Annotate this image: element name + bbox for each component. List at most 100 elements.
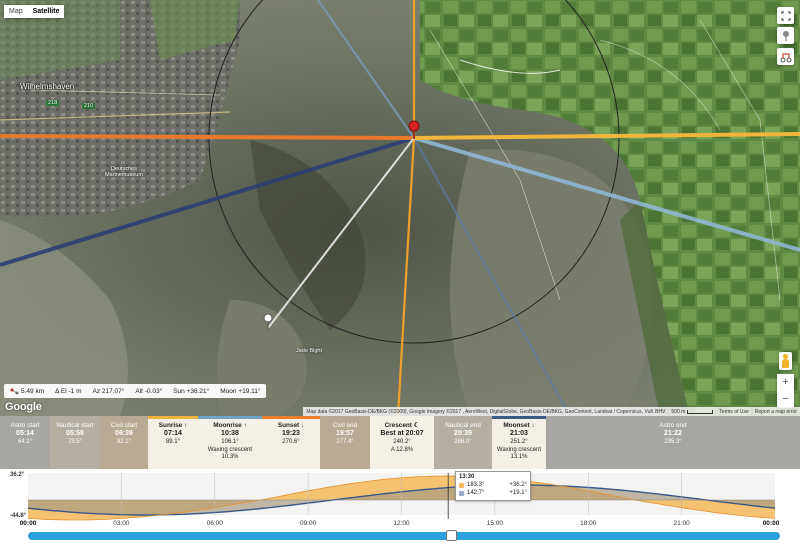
arrow-up-icon: ↑ (182, 422, 188, 429)
altitude-readout: Alt -0.03° (135, 387, 163, 395)
time-slider-track[interactable] (28, 532, 780, 540)
event-sub: 73.5° (67, 439, 83, 446)
arrow-down-icon: ↓ (299, 422, 305, 429)
road-shield-210: 210 (82, 103, 96, 109)
tooltip-time: 13:30 (459, 474, 475, 480)
pin-button[interactable] (777, 27, 794, 44)
event-time: Best at 20:07 (380, 430, 424, 438)
graph-tooltip: 13:30 183.3° +36.2° 142.7° +19.1° (455, 471, 531, 501)
event-sub2: A 12.8% (390, 446, 414, 453)
event-label: Nautical start (56, 422, 93, 430)
pegman-body (782, 359, 789, 368)
map-label-bay: Jade Bight (296, 348, 322, 354)
event-time: 05:14 (16, 430, 34, 438)
pin-icon (782, 30, 789, 41)
attribution-text: Map data ©2017 GeoBasis-DE/BKG (©2009), … (306, 408, 666, 415)
pegman-head (783, 354, 788, 359)
event-sub: 89.1° (165, 439, 181, 446)
fullscreen-icon (780, 10, 791, 21)
event-label: Sunrise ↑ (159, 422, 187, 430)
event-time: 10:38 (221, 430, 239, 438)
event-label: Civil start (111, 422, 137, 430)
event-label: Astro end (659, 422, 686, 430)
map-type-toggle: Map Satellite (4, 5, 65, 18)
time-slider-handle[interactable] (446, 530, 457, 541)
event-sub: 295.3° (664, 439, 682, 446)
map-attribution: Map data ©2017 GeoBasis-DE/BKG (©2009), … (303, 407, 800, 416)
event-time: 21:22 (664, 430, 682, 438)
x-tick-label: 18:00 (580, 520, 597, 527)
event-label: Astro start (10, 422, 39, 430)
zoom-control: + − (777, 374, 794, 408)
event-sub: 277.4° (336, 439, 354, 446)
event-sub: 64.2° (17, 439, 33, 446)
event-label: Crescent ☾ (385, 422, 420, 430)
report-error-link[interactable]: Report a map error (754, 408, 797, 415)
scale-bar[interactable]: 500 m (671, 408, 714, 415)
event-sub3: 13.1% (510, 454, 528, 461)
map-type-map-button[interactable]: Map (4, 5, 28, 18)
map-label-city: Wilhelmshaven (20, 82, 75, 91)
satellite-imagery (0, 0, 800, 416)
event-label: Civil end (333, 422, 358, 430)
zoom-out-button[interactable]: − (777, 391, 794, 408)
terms-link[interactable]: Terms of Use (719, 408, 749, 415)
event-label: Nautical end (445, 422, 481, 430)
google-logo: Google (5, 401, 42, 413)
event-label-text: Civil start (110, 422, 138, 429)
event-label-text: Astro start (10, 422, 40, 429)
y-min-label: -44.8° (10, 513, 27, 519)
event-time: 07:14 (164, 430, 182, 438)
event-time: 06:39 (115, 430, 133, 438)
event-label-text: Sunrise (158, 422, 183, 429)
event-time: 20:39 (454, 430, 472, 438)
event-label-text: Civil end (332, 422, 358, 429)
x-tick-label: 06:00 (206, 520, 223, 527)
event-sub: 286.0° (454, 439, 472, 446)
x-tick-label: 12:00 (393, 520, 410, 527)
map-view[interactable]: Wilhelmshaven Stadtpark Deutsches Marine… (0, 0, 800, 416)
tooltip-sun-azimuth: 183.3° (467, 482, 485, 488)
event-sub2: Waxing crescent (496, 446, 542, 453)
event-sub: 251.2° (510, 439, 528, 446)
street-view-pegman[interactable] (779, 352, 792, 370)
event-sub3: 10.3% (221, 454, 239, 461)
event-time: 21:03 (510, 430, 528, 438)
event-label-text: Sunset (277, 422, 300, 429)
tooltip-sun-row: 183.3° +36.2° (459, 481, 527, 489)
route-button[interactable] (777, 48, 794, 65)
altitude-graph (27, 473, 776, 521)
event-sub: 270.6° (282, 439, 300, 446)
tooltip-sun-altitude: +36.2° (509, 482, 527, 488)
arrow-up-icon: ↑ (241, 422, 247, 429)
event-label: Sunset ↓ (278, 422, 304, 430)
measurement-status-bar: 5.49 km Δ El -1 m Az 217.07° Alt -0.03° … (4, 384, 267, 398)
tooltip-moon-azimuth: 142.7° (467, 490, 485, 496)
arrow-down-icon: ↓ (529, 422, 535, 429)
scale-label: 500 m (671, 408, 686, 415)
ruler-icon (10, 388, 19, 395)
fullscreen-button[interactable] (777, 7, 794, 24)
event-sub: 240.2° (393, 439, 411, 446)
event-label: Moonrise ↑ (213, 422, 246, 430)
map-type-satellite-button[interactable]: Satellite (27, 5, 65, 18)
event-label-text: Nautical end (445, 422, 481, 429)
tooltip-moon-row: 142.7° +19.1° (459, 489, 527, 497)
moon-altitude-readout: Moon +19.11° (220, 387, 261, 395)
event-label-text: Moonrise (213, 422, 242, 429)
zoom-in-button[interactable]: + (777, 374, 794, 391)
distance-readout: 5.49 km (10, 387, 44, 395)
